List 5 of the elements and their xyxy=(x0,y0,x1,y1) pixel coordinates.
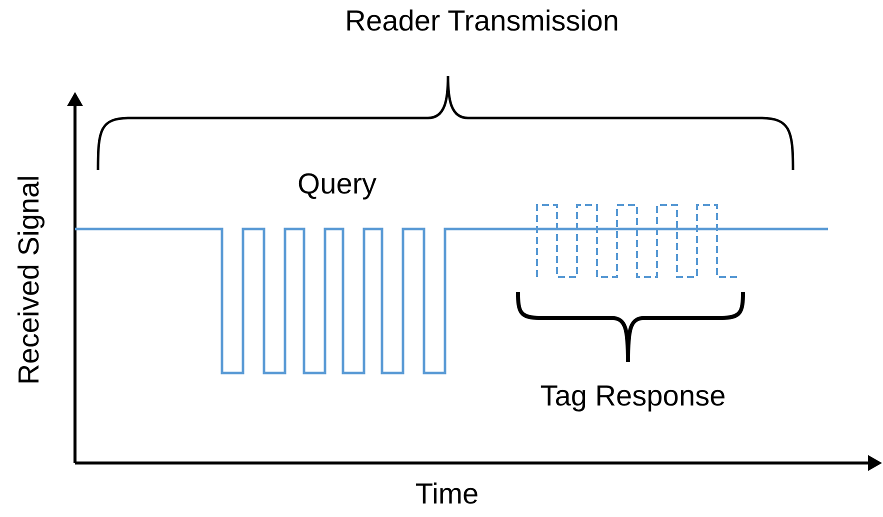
signal-label: Query xyxy=(298,170,376,200)
axis-label: Received Signal xyxy=(16,175,44,385)
bracket-label: Reader Transmission xyxy=(345,8,619,36)
axis-label: Time xyxy=(415,480,479,510)
bracket-label: Tag Response xyxy=(540,382,726,412)
